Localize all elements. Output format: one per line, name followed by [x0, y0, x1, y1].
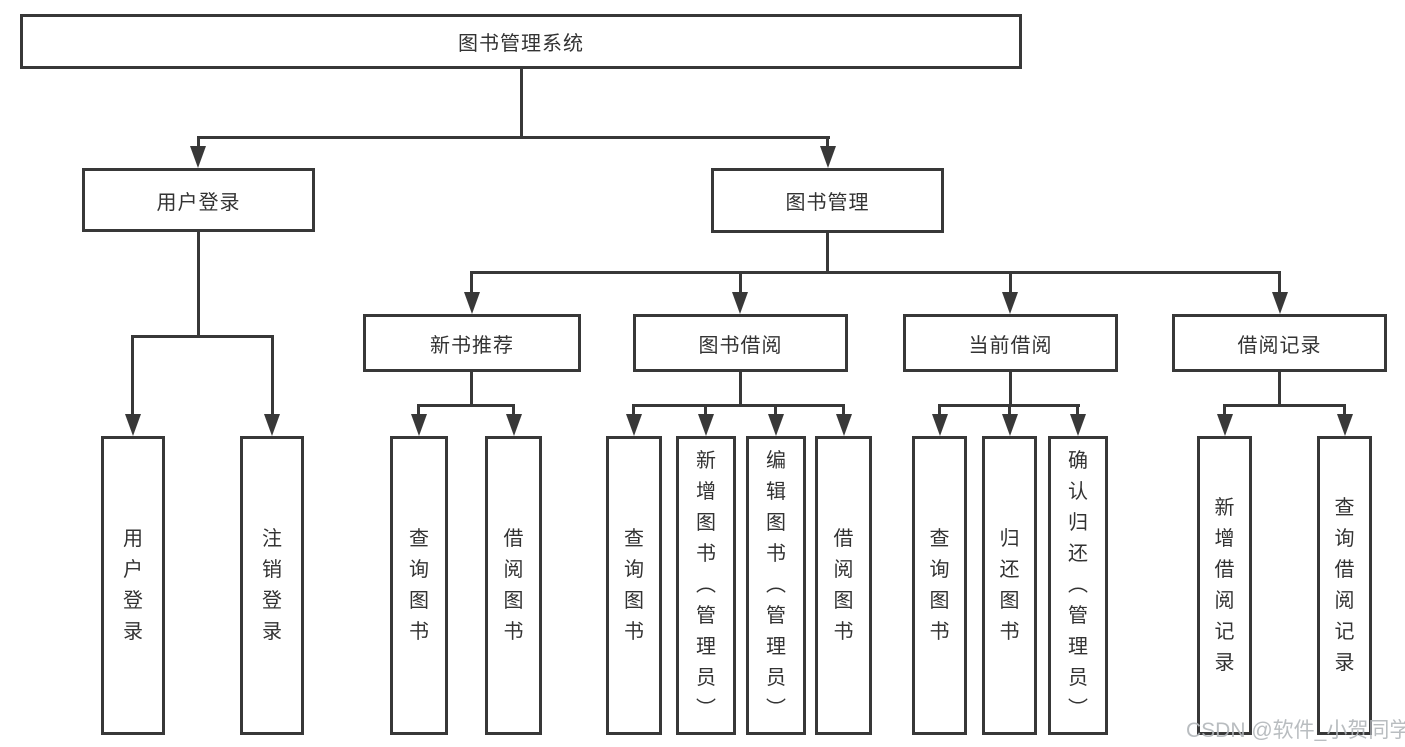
- arrow-down-icon: [836, 414, 852, 436]
- arrow-down-icon: [190, 146, 206, 168]
- connector-line: [632, 404, 635, 416]
- arrow-down-icon: [932, 414, 948, 436]
- node-new-book-recommend-label: 新书推荐: [430, 334, 514, 357]
- node-leaf-query-books-current-label: 查 询 图 书: [929, 527, 950, 643]
- arrow-down-icon: [732, 292, 748, 314]
- arrow-down-icon: [1337, 414, 1353, 436]
- node-leaf-query-books-recommend: 查 询 图 书: [390, 436, 448, 735]
- connector-line: [826, 136, 829, 148]
- node-leaf-edit-book-admin: 编 辑 图 书 ︵ 管 理 员 ︶: [746, 436, 806, 735]
- node-leaf-return-books: 归 还 图 书: [982, 436, 1037, 735]
- node-leaf-borrow-books-recommend: 借 阅 图 书: [485, 436, 542, 735]
- connector-line: [417, 404, 515, 407]
- node-leaf-add-book-admin: 新 增 图 书 ︵ 管 理 员 ︶: [676, 436, 736, 735]
- node-leaf-user-login-label: 用 户 登 录: [123, 527, 143, 643]
- connector-line: [938, 404, 941, 416]
- node-user-login: 用户登录: [82, 168, 315, 232]
- arrow-down-icon: [506, 414, 522, 436]
- node-leaf-confirm-return-admin: 确 认 归 还 ︵ 管 理 员 ︶: [1048, 436, 1108, 735]
- node-borrow-records-label: 借阅记录: [1237, 334, 1322, 357]
- connector-line: [197, 232, 200, 338]
- node-leaf-user-login: 用 户 登 录: [101, 436, 165, 735]
- arrow-down-icon: [1002, 414, 1018, 436]
- node-leaf-add-borrow-record-label: 新 增 借 阅 记 录: [1214, 496, 1235, 674]
- connector-line: [470, 372, 473, 407]
- node-leaf-query-books-borrow: 查 询 图 书: [606, 436, 662, 735]
- arrow-down-icon: [1217, 414, 1233, 436]
- node-leaf-add-borrow-record: 新 增 借 阅 记 录: [1197, 436, 1252, 735]
- arrow-down-icon: [125, 414, 141, 436]
- connector-line: [470, 271, 473, 295]
- connector-line: [632, 404, 845, 407]
- connector-line: [512, 404, 515, 416]
- arrow-down-icon: [1002, 292, 1018, 314]
- connector-line: [774, 404, 777, 416]
- node-borrow-records: 借阅记录: [1172, 314, 1387, 372]
- connector-line: [739, 271, 742, 295]
- arrow-down-icon: [411, 414, 427, 436]
- connector-line: [842, 404, 845, 416]
- connector-line: [271, 335, 274, 415]
- node-leaf-query-borrow-record-label: 查 询 借 阅 记 录: [1334, 496, 1355, 674]
- node-leaf-logout: 注 销 登 录: [240, 436, 304, 735]
- node-book-management-label: 图书管理: [785, 192, 870, 214]
- node-leaf-confirm-return-admin-label: 确 认 归 还 ︵ 管 理 员 ︶: [1068, 450, 1088, 720]
- node-leaf-borrow-books: 借 阅 图 书: [815, 436, 872, 735]
- node-root-label: 图书管理系统: [458, 33, 584, 55]
- arrow-down-icon: [698, 414, 714, 436]
- connector-line: [1223, 404, 1226, 416]
- node-user-login-label: 用户登录: [156, 191, 241, 214]
- node-leaf-borrow-books-recommend-label: 借 阅 图 书: [503, 527, 524, 643]
- connector-line: [470, 271, 1281, 274]
- arrow-down-icon: [626, 414, 642, 436]
- watermark: CSDN @软件_小贺同学: [1186, 719, 1405, 742]
- node-leaf-query-books-recommend-label: 查 询 图 书: [409, 527, 429, 643]
- arrow-down-icon: [264, 414, 280, 436]
- connector-line: [197, 136, 200, 148]
- node-book-borrow: 图书借阅: [633, 314, 848, 372]
- node-current-borrow: 当前借阅: [903, 314, 1118, 372]
- connector-line: [197, 136, 830, 139]
- node-book-management: 图书管理: [711, 168, 944, 233]
- connector-line: [1009, 372, 1012, 407]
- connector-line: [520, 69, 523, 138]
- node-new-book-recommend: 新书推荐: [363, 314, 581, 372]
- connector-line: [826, 233, 829, 274]
- connector-line: [1009, 271, 1012, 295]
- connector-line: [1278, 271, 1281, 295]
- node-leaf-logout-label: 注 销 登 录: [262, 527, 282, 643]
- node-leaf-add-book-admin-label: 新 增 图 书 ︵ 管 理 员 ︶: [696, 450, 716, 720]
- arrow-down-icon: [820, 146, 836, 168]
- node-root: 图书管理系统: [20, 14, 1022, 69]
- connector-line: [131, 335, 274, 338]
- connector-line: [739, 372, 742, 407]
- connector-line: [1343, 404, 1346, 416]
- arrow-down-icon: [464, 292, 480, 314]
- arrow-down-icon: [1272, 292, 1288, 314]
- connector-line: [1223, 404, 1346, 407]
- connector-line: [131, 335, 134, 415]
- connector-line: [1076, 404, 1079, 416]
- node-leaf-query-books-borrow-label: 查 询 图 书: [624, 527, 644, 643]
- connector-line: [1278, 372, 1281, 407]
- arrow-down-icon: [768, 414, 784, 436]
- node-leaf-edit-book-admin-label: 编 辑 图 书 ︵ 管 理 员 ︶: [766, 450, 786, 720]
- node-leaf-borrow-books-label: 借 阅 图 书: [833, 527, 854, 643]
- connector-line: [1008, 404, 1011, 416]
- arrow-down-icon: [1070, 414, 1086, 436]
- node-book-borrow-label: 图书借阅: [698, 334, 783, 357]
- connector-line: [704, 404, 707, 416]
- connector-line: [417, 404, 420, 416]
- node-leaf-return-books-label: 归 还 图 书: [999, 527, 1020, 643]
- node-leaf-query-borrow-record: 查 询 借 阅 记 录: [1317, 436, 1372, 735]
- node-current-borrow-label: 当前借阅: [968, 334, 1053, 357]
- node-leaf-query-books-current: 查 询 图 书: [912, 436, 967, 735]
